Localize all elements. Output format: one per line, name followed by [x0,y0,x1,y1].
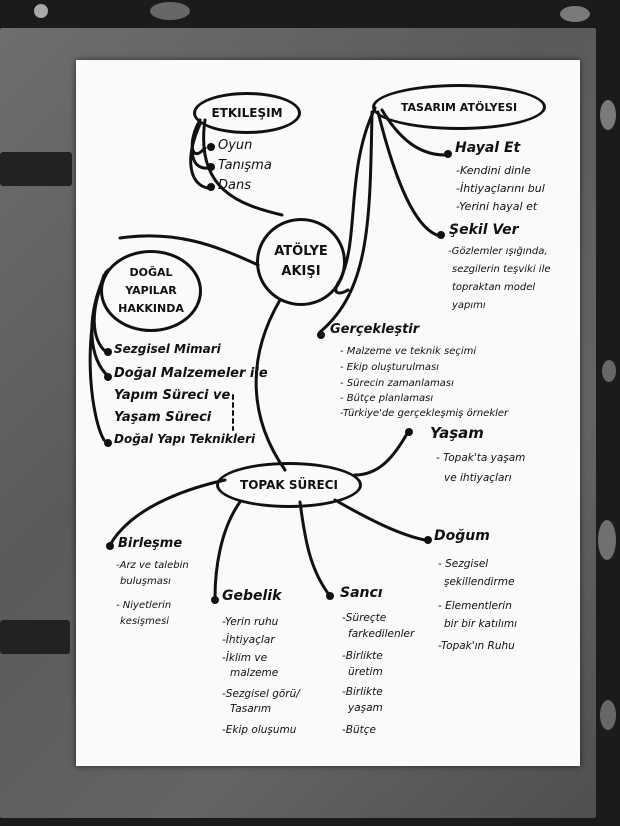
hayal-item: -İhtiyaçlarını bul [456,182,545,195]
bullet-dot [106,542,114,550]
birlesme-line: buluşması [120,576,171,587]
gebelik-line: -İklim ve [222,652,268,664]
gebelik-line: -Yerin ruhu [222,616,279,628]
gerceklestir-item: - Bütçe planlaması [340,393,434,404]
bullet-dot [207,183,215,191]
dogal-title-line: HAKKINDA [118,302,184,315]
gebelik-line: Tasarım [230,703,272,715]
hinge-icon [0,620,70,654]
dogal-node: DOĞAL YAPILAR HAKKINDA [100,250,202,332]
gerceklestir-item: - Malzeme ve teknik seçimi [340,346,477,357]
sekil-title: Şekil Ver [449,222,519,238]
topak-node: TOPAK SÜRECI [216,462,362,508]
topak-title: TOPAK SÜRECI [240,478,338,492]
sanci-line: -Süreçte [342,612,387,624]
bullet-dot [317,331,325,339]
gerceklestir-item: - Ekip oluşturulması [340,362,439,373]
dogal-title-line: YAPILAR [125,284,177,297]
birlesme-title: Birleşme [118,536,183,551]
bullet-dot [326,592,334,600]
bullet-dot [104,439,112,447]
bullet-dot [211,596,219,604]
cloth-pattern [602,360,616,382]
dogal-item: Doğal Malzemeler ile [114,366,268,381]
gebelik-line: -Sezgisel görü/ [222,688,300,700]
yasam-line: ve ihtiyaçları [444,472,512,484]
yasam-line: - Topak'ta yaşam [436,452,526,464]
birlesme-line: kesişmesi [120,616,170,627]
dogal-item: Yaşam Süreci [114,410,212,425]
cloth-pattern [34,4,48,18]
sanci-line: -Birlikte [342,686,383,698]
gerceklestir-item: -Türkiye'de gerçekleşmiş örnekler [340,408,509,419]
hinge-icon [0,152,72,186]
dogum-title: Doğum [434,528,490,544]
etkilesim-node: ETKILEŞIM [193,92,301,134]
sekil-line: -Gözlemler ışığında, [448,246,548,257]
bullet-dot [104,373,112,381]
sanci-title: Sancı [340,585,383,601]
center-node: ATÖLYE AKIŞI [256,218,346,306]
bullet-dot [104,348,112,356]
sanci-line: -Birlikte [342,650,383,662]
etkilesim-item: Dans [218,178,251,193]
hayal-item: -Kendini dinle [456,164,531,177]
sekil-line: yapımı [452,300,486,311]
gebelik-line: -Ekip oluşumu [222,724,297,736]
bullet-dot [437,231,445,239]
gerceklestir-item: - Sürecin zamanlaması [340,378,454,389]
bullet-dot [405,428,413,436]
bullet-dot [207,143,215,151]
dogal-item: Yapım Süreci ve [114,388,231,403]
bullet-dot [207,163,215,171]
sekil-line: sezgilerin teşviki ile [452,264,551,275]
gebelik-line: -İhtiyaçlar [222,634,275,646]
tasarim-node: TASARIM ATÖLYESI [372,84,546,130]
cloth-pattern [560,6,590,22]
hayal-item: -Yerini hayal et [456,200,538,213]
yasam-title: Yaşam [430,424,484,442]
gerceklestir-title: Gerçekleştir [330,322,420,337]
cloth-pattern [598,520,616,560]
dogal-item: Sezgisel Mimari [114,342,221,356]
birlesme-line: - Niyetlerin [116,600,172,611]
dogum-line: bir bir katılımı [444,618,518,630]
dogum-line: şekillendirme [444,576,515,588]
sanci-line: yaşam [348,702,383,714]
tasarim-title: TASARIM ATÖLYESI [400,100,518,114]
cloth-pattern [150,2,190,20]
dogum-line: - Sezgisel [438,558,489,570]
center-line1: ATÖLYE [274,244,328,259]
gebelik-title: Gebelik [222,588,282,604]
sekil-line: topraktan model [452,282,536,293]
sanci-line: farkedilenler [348,628,415,640]
hayal-title: Hayal Et [455,140,521,156]
bullet-dot [424,536,432,544]
dogal-item: Doğal Yapı Teknikleri [114,432,256,446]
sanci-line: -Bütçe [342,724,376,736]
sanci-line: üretim [348,666,383,678]
etkilesim-item: Oyun [218,138,253,153]
cloth-pattern [600,100,616,130]
dogum-line: - Elementlerin [438,600,512,612]
etkilesim-title: ETKILEŞIM [211,106,283,120]
dogum-line: -Topak'ın Ruhu [438,640,515,652]
bullet-dot [444,150,452,158]
cloth-pattern [600,700,616,730]
center-line2: AKIŞI [281,264,321,279]
dogal-title-line: DOĞAL [129,266,173,279]
gebelik-line: malzeme [230,667,279,679]
etkilesim-item: Tanışma [218,158,272,173]
birlesme-line: -Arz ve talebin [116,560,189,571]
